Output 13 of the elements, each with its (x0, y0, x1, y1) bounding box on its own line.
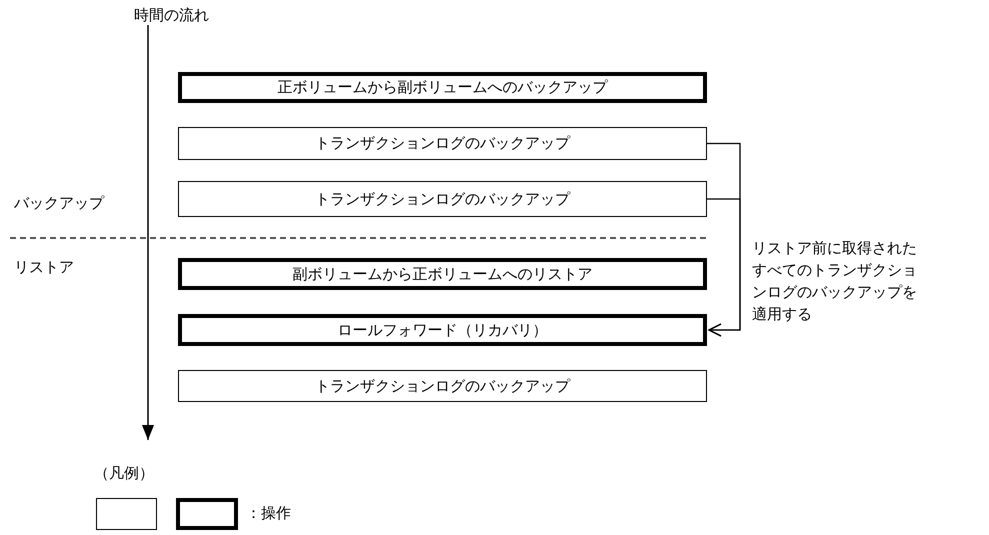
process-box: トランザクションログのバックアップ (178, 181, 707, 217)
process-box: トランザクションログのバックアップ (178, 127, 707, 160)
process-box: 副ボリュームから正ボリュームへのリストア (178, 258, 707, 290)
note-text: リストア前に取得されたすべてのトランザクションログのバックアップを適用する (752, 238, 918, 325)
legend-heading: （凡例） (94, 464, 154, 483)
legend-text: ：操作 (246, 504, 291, 523)
process-box: ロールフォワード（リカバリ） (178, 314, 707, 346)
axis-label: 時間の流れ (134, 6, 209, 25)
process-box: 正ボリュームから副ボリュームへのバックアップ (178, 72, 707, 103)
process-box: トランザクションログのバックアップ (178, 370, 707, 402)
connector (707, 198, 741, 337)
section-label: リストア (14, 258, 74, 277)
section-label: バックアップ (14, 194, 104, 213)
